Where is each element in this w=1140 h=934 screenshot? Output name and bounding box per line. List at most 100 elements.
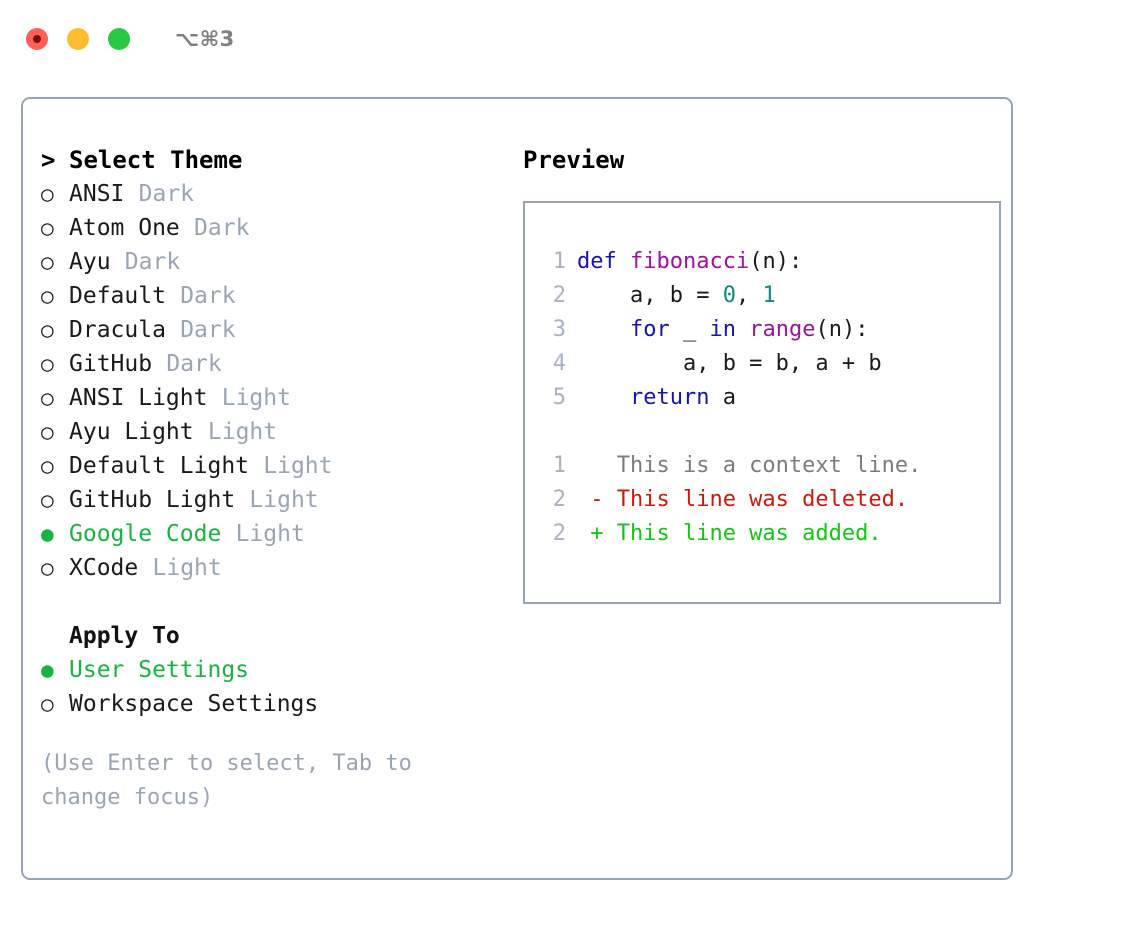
diff-line-text: + This line was added. bbox=[577, 521, 882, 546]
apply-to-list-item[interactable]: ● User Settings bbox=[41, 653, 503, 687]
radio-unselected-icon[interactable]: ○ bbox=[41, 182, 54, 206]
diff-line-number: 1 bbox=[552, 453, 566, 478]
code-line: 3 for _ in range(n): bbox=[543, 313, 999, 347]
diff-line-number: 2 bbox=[552, 487, 566, 512]
radio-unselected-icon[interactable]: ○ bbox=[41, 216, 54, 240]
code-line-number: 2 bbox=[552, 283, 566, 308]
code-line: 2 a, b = 0, 1 bbox=[543, 279, 999, 313]
theme-item-label: Atom One bbox=[69, 215, 180, 241]
apply-to-list-item[interactable]: ○ Workspace Settings bbox=[41, 687, 503, 721]
radio-unselected-icon[interactable]: ○ bbox=[41, 250, 54, 274]
code-diff-spacer bbox=[543, 415, 999, 449]
theme-list-item[interactable]: ○ Ayu Light Light bbox=[41, 415, 503, 449]
theme-item-label: GitHub Light bbox=[69, 487, 236, 513]
radio-selected-icon[interactable]: ● bbox=[41, 522, 54, 546]
theme-item-variant-badge: Dark bbox=[138, 181, 195, 207]
code-token: def bbox=[577, 249, 630, 274]
preview-title: Preview bbox=[523, 146, 625, 174]
minimize-window-icon[interactable] bbox=[67, 28, 89, 50]
radio-unselected-icon[interactable]: ○ bbox=[41, 284, 54, 308]
theme-list-item[interactable]: ○ Ayu Dark bbox=[41, 245, 503, 279]
apply-to-heading: Apply To bbox=[41, 619, 503, 653]
radio-unselected-icon[interactable]: ○ bbox=[41, 454, 54, 478]
select-theme-heading: > Select Theme bbox=[41, 143, 503, 177]
theme-item-label: Ayu bbox=[69, 249, 111, 275]
radio-unselected-icon[interactable]: ○ bbox=[41, 556, 54, 580]
close-window-icon[interactable] bbox=[26, 28, 48, 50]
theme-item-label: Default bbox=[69, 283, 166, 309]
apply-to-item-label: User Settings bbox=[69, 657, 250, 683]
code-token: 0 bbox=[722, 283, 736, 308]
prompt-caret-icon: > bbox=[41, 146, 56, 174]
theme-item-label: Ayu Light bbox=[69, 419, 194, 445]
code-line-text: for _ in range(n): bbox=[577, 313, 868, 347]
list-spacer bbox=[41, 585, 503, 619]
traffic-light-group bbox=[26, 28, 130, 50]
window-titlebar: ⌥⌘3 bbox=[0, 0, 1140, 78]
radio-unselected-icon[interactable]: ○ bbox=[41, 352, 54, 376]
apply-to-item-label: Workspace Settings bbox=[69, 691, 319, 717]
code-token: (n): bbox=[815, 317, 869, 342]
theme-list-item[interactable]: ○ ANSI Light Light bbox=[41, 381, 503, 415]
radio-unselected-icon[interactable]: ○ bbox=[41, 488, 54, 512]
theme-list-item[interactable]: ○ ANSI Dark bbox=[41, 177, 503, 211]
theme-item-variant-badge: Dark bbox=[166, 351, 222, 377]
radio-unselected-icon[interactable]: ○ bbox=[41, 692, 54, 716]
code-line-text: a, b = 0, 1 bbox=[577, 279, 776, 313]
theme-item-variant-badge: Light bbox=[207, 419, 278, 445]
diff-preview-block: 1 This is a context line. 2 - This line w… bbox=[543, 449, 999, 551]
code-line: 5 return a bbox=[543, 381, 999, 415]
theme-item-variant-badge: Dark bbox=[124, 249, 181, 275]
code-token bbox=[577, 385, 630, 410]
radio-unselected-icon[interactable]: ○ bbox=[41, 318, 54, 342]
keyboard-shortcut-label: ⌥⌘3 bbox=[175, 27, 235, 51]
diff-line-text: - This line was deleted. bbox=[577, 487, 909, 512]
theme-item-variant-badge: Light bbox=[221, 385, 291, 411]
apply-to-title: Apply To bbox=[69, 623, 180, 649]
theme-list-item[interactable]: ● Google Code Light bbox=[41, 517, 503, 551]
code-line-number: 3 bbox=[552, 317, 566, 342]
theme-item-label: ANSI bbox=[69, 181, 125, 207]
code-token: a, b = bbox=[577, 283, 723, 308]
radio-unselected-icon[interactable]: ○ bbox=[41, 420, 54, 444]
theme-item-label: ANSI Light bbox=[69, 385, 208, 411]
code-token bbox=[577, 317, 630, 342]
theme-item-variant-badge: Dark bbox=[180, 317, 236, 343]
code-token: range bbox=[749, 317, 816, 342]
maximize-window-icon[interactable] bbox=[108, 28, 130, 50]
theme-item-label: Google Code bbox=[69, 521, 222, 547]
apply-to-list: ● User Settings ○ Workspace Settings bbox=[41, 653, 503, 721]
theme-item-label: GitHub bbox=[69, 351, 153, 377]
theme-list-item[interactable]: ○ GitHub Dark bbox=[41, 347, 503, 381]
diff-line-text: This is a context line. bbox=[577, 453, 922, 478]
code-token: fibonacci bbox=[629, 249, 750, 274]
code-line: 4 a, b = b, a + b bbox=[543, 347, 999, 381]
code-token: _ bbox=[669, 317, 710, 342]
code-token: 1 bbox=[762, 283, 776, 308]
keyboard-hint-text: (Use Enter to select, Tab to change focu… bbox=[41, 751, 412, 810]
theme-item-variant-badge: Light bbox=[235, 521, 305, 547]
diff-line: 1 This is a context line. bbox=[543, 449, 999, 483]
select-theme-title: Select Theme bbox=[69, 146, 243, 174]
radio-unselected-icon[interactable]: ○ bbox=[41, 386, 54, 410]
code-line-number: 5 bbox=[552, 385, 566, 410]
code-line-number: 1 bbox=[552, 249, 566, 274]
code-line-text: def fibonacci(n): bbox=[577, 245, 802, 279]
code-token: (n): bbox=[749, 249, 803, 274]
code-line-number: 4 bbox=[552, 351, 566, 376]
radio-selected-icon[interactable]: ● bbox=[41, 658, 54, 682]
diff-line-number: 2 bbox=[552, 521, 566, 546]
theme-item-label: XCode bbox=[69, 555, 139, 581]
theme-item-variant-badge: Light bbox=[263, 453, 333, 479]
